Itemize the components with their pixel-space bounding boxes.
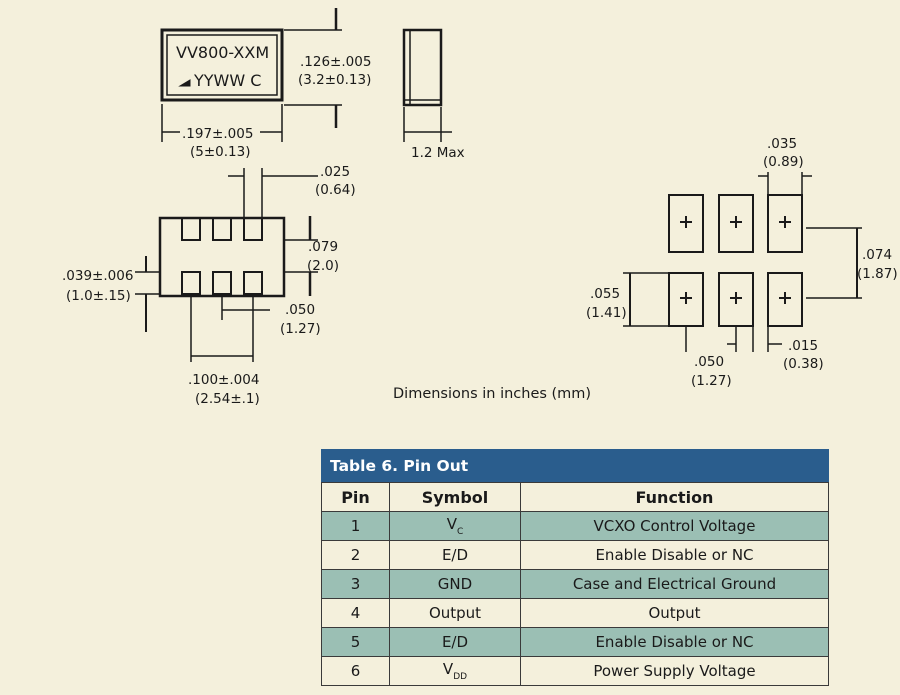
lp-pitch-mm: (1.27) [691,373,732,389]
header-function: Function [520,482,829,512]
dim-height: .126±.005 [300,54,371,70]
lp-pad-height-mm: (1.41) [586,305,627,321]
dim-pad-length-mm: (1.0±.15) [66,288,131,304]
package-dimension-drawing: VV800-XXM YYWW C .126±.005 (3.2±0.13) .1… [62,8,898,407]
dim-pad-width-mm: (0.64) [315,182,356,198]
table-title: Table 6. Pin Out [321,449,829,482]
pin-symbol: VDD [389,656,521,686]
dimensions-caption: Dimensions in inches (mm) [393,386,592,402]
lp-pitch: .050 [694,354,724,370]
dim-span: .100±.004 [188,372,259,388]
pin-function: Power Supply Voltage [520,656,829,686]
dim-pad-length: .039±.006 [62,268,133,284]
dim-width: .197±.005 [182,126,253,142]
marking-line-1: VV800-XXM [176,43,269,62]
lp-gap: .015 [788,338,818,354]
table-row: 5 E/D Enable Disable or NC [321,627,829,657]
lp-pad-height: .055 [590,286,620,302]
header-pin: Pin [321,482,390,512]
table-row: 6 VDD Power Supply Voltage [321,656,829,686]
pin-function: Enable Disable or NC [520,627,829,657]
lp-row-spacing: .074 [862,247,892,263]
table-row: 1 VC VCXO Control Voltage [321,511,829,541]
dim-pitch-mm: (1.27) [280,321,321,337]
lp-row-spacing-mm: (1.87) [857,266,898,282]
lp-pad-width: .035 [767,136,797,152]
marking-line-2: YYWW C [193,71,261,90]
pin-symbol: GND [389,569,521,599]
dim-pad-gap-mm: (2.0) [307,258,339,274]
top-view [160,8,342,142]
table-row: 4 Output Output [321,598,829,628]
dim-width-mm: (5±0.13) [190,144,251,160]
land-pattern [623,172,862,352]
dim-pad-gap: .079 [308,239,338,255]
dim-height-mm: (3.2±0.13) [298,72,371,88]
pin-number: 5 [321,627,390,657]
pin-number: 6 [321,656,390,686]
pin-number: 4 [321,598,390,628]
dim-pitch: .050 [285,302,315,318]
dim-max-height: 1.2 Max [411,145,465,161]
pin-out-table: Table 6. Pin Out Pin Symbol Function 1 V… [321,449,829,686]
table-row: 2 E/D Enable Disable or NC [321,540,829,570]
lp-gap-mm: (0.38) [783,356,824,372]
header-symbol: Symbol [389,482,521,512]
table-row: 3 GND Case and Electrical Ground [321,569,829,599]
pin-function: VCXO Control Voltage [520,511,829,541]
pin-function: Case and Electrical Ground [520,569,829,599]
dim-span-mm: (2.54±.1) [195,391,260,407]
pin-number: 2 [321,540,390,570]
pin-symbol: E/D [389,540,521,570]
pin-function: Enable Disable or NC [520,540,829,570]
side-view [402,28,452,142]
lp-pad-width-mm: (0.89) [763,154,804,170]
dim-pad-width: .025 [320,164,350,180]
pin-function: Output [520,598,829,628]
pin-symbol: E/D [389,627,521,657]
bottom-view [135,168,318,362]
pin-number: 1 [321,511,390,541]
pin-symbol: VC [389,511,521,541]
land-pattern-plus-marks [680,216,791,304]
pin-symbol: Output [389,598,521,628]
pin-number: 3 [321,569,390,599]
